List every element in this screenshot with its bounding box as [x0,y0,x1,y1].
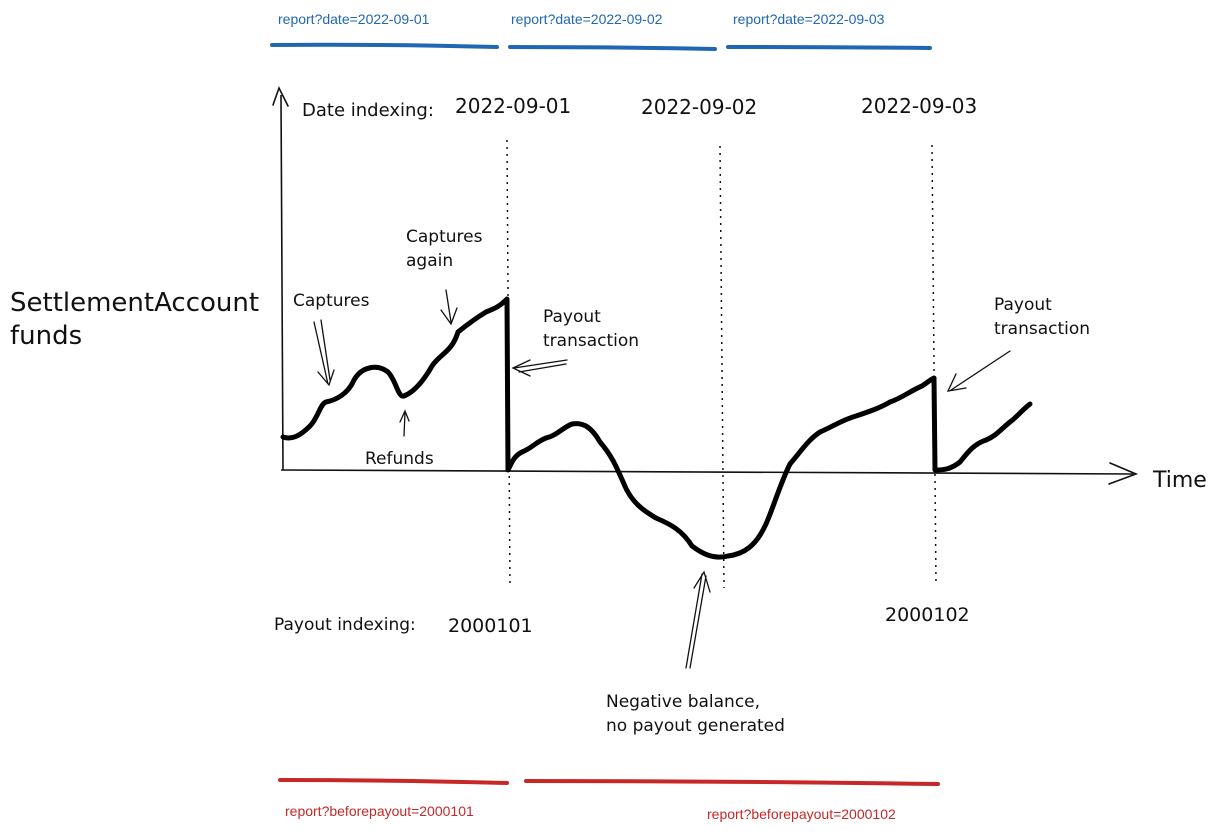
y-axis [280,94,284,471]
date-report-label-3[interactable]: report?date=2022-09-03 [733,11,885,27]
payout-report-link-2[interactable]: report?beforepayout=2000102 [707,806,896,822]
captures-again-arrow [440,289,458,326]
x-axis-label: Time [1152,468,1207,493]
date-indexing-label: Date indexing: [302,100,434,121]
captures-arrow [313,319,335,387]
date-report-link-2[interactable]: report?date=2022-09-02 [511,11,663,27]
date-report-label-2[interactable]: report?date=2022-09-02 [511,11,663,27]
date-report-label-1[interactable]: report?date=2022-09-01 [278,11,430,27]
captures-label: Captures [293,291,370,311]
date-range-bar-1 [270,42,499,49]
date-report-link-3[interactable]: report?date=2022-09-03 [733,11,885,27]
date-label-2: 2022-09-02 [641,95,757,119]
date-label-1: 2022-09-01 [455,94,571,118]
payout-report-label-1[interactable]: report?beforepayout=2000101 [285,803,474,819]
day-divider-2 [719,145,725,589]
payout-range-bar-2 [524,779,940,786]
x-axis-arrowhead [1108,462,1139,485]
date-range-bar-3 [726,45,932,50]
date-range-bar-2 [508,45,717,51]
captures-again-label: Captures again [406,227,488,271]
y-axis-arrowhead [272,85,289,107]
negative-balance-arrow [685,570,711,669]
payout-range-bar-1 [278,778,509,785]
payout-transaction-arrow-2 [946,350,1011,392]
payout-transaction-label-1: Payout transaction [543,307,639,351]
negative-balance-label: Negative balance, no payout generated [606,692,785,736]
payout-report-label-2[interactable]: report?beforepayout=2000102 [707,806,896,822]
refunds-label: Refunds [365,449,434,469]
x-axis [280,469,1134,475]
payout-id-1: 2000101 [448,615,533,637]
payout-transaction-label-2: Payout transaction [994,295,1090,339]
payout-indexing-label: Payout indexing: [274,615,416,635]
date-label-3: 2022-09-03 [861,94,977,118]
payout-report-link-1[interactable]: report?beforepayout=2000101 [285,803,474,819]
y-axis-label: SettlementAccount funds [10,288,267,351]
refunds-arrow [399,409,410,437]
date-report-link-1[interactable]: report?date=2022-09-01 [278,11,430,27]
payout-id-2: 2000102 [885,604,970,626]
day-divider-3 [931,144,937,585]
balance-curve [280,296,1033,560]
payout-transaction-arrow-1 [511,359,568,377]
